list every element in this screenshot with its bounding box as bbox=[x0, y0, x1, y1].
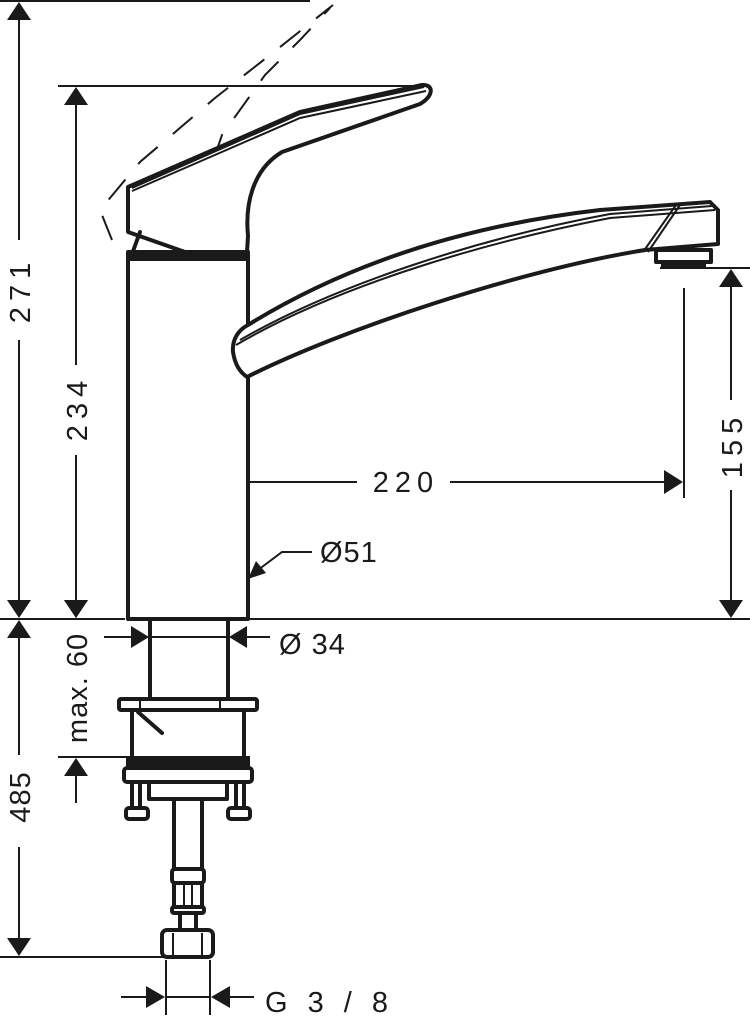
dimension-overall-height: 271 bbox=[5, 2, 37, 618]
arrow-down-icon bbox=[7, 600, 31, 618]
dimension-spout-clearance: 155 bbox=[717, 269, 749, 618]
dimension-spout-reach: 220 bbox=[189, 467, 683, 499]
label-spout-reach: 220 bbox=[373, 467, 439, 499]
arrow-right-icon bbox=[131, 626, 149, 648]
flexible-hose bbox=[170, 797, 206, 932]
dimension-shank-diameter: Ø 34 bbox=[104, 626, 346, 661]
arrow-up-icon bbox=[7, 2, 31, 20]
label-spout-clearance: 155 bbox=[717, 412, 749, 478]
dimension-connection-thread: G 3 / 8 bbox=[121, 986, 394, 1019]
label-hose-length: 485 bbox=[5, 771, 37, 822]
dimension-max-deck-thickness: max. 60 bbox=[62, 600, 94, 803]
mounting-set bbox=[117, 697, 259, 821]
arrow-right-icon bbox=[146, 986, 165, 1008]
label-connection-thread: G 3 / 8 bbox=[265, 987, 394, 1019]
leader-arrow-icon bbox=[248, 561, 266, 579]
label-max-deck-thickness: max. 60 bbox=[62, 633, 94, 743]
arrow-left-icon bbox=[211, 986, 230, 1008]
shank bbox=[148, 617, 230, 700]
arrow-up-icon bbox=[7, 620, 31, 638]
dimension-body-diameter: Ø51 bbox=[248, 537, 378, 579]
dimension-hose-length: 485 bbox=[5, 620, 37, 956]
hose-union-nut bbox=[160, 928, 215, 959]
dimension-handle-height: 234 bbox=[62, 87, 94, 618]
arrow-up-icon bbox=[64, 758, 88, 776]
arrow-down-icon bbox=[64, 600, 88, 618]
label-body-diameter: Ø51 bbox=[320, 537, 378, 569]
arrow-left-icon bbox=[229, 626, 247, 648]
label-overall-height: 271 bbox=[5, 257, 37, 323]
aerator bbox=[654, 248, 713, 268]
spout bbox=[230, 200, 720, 379]
tap-body bbox=[126, 250, 250, 621]
arrow-up-icon bbox=[64, 87, 88, 105]
label-shank-diameter: Ø 34 bbox=[279, 629, 346, 661]
arrow-down-icon bbox=[7, 938, 31, 956]
lever-handle bbox=[126, 82, 433, 256]
arrow-up-icon bbox=[719, 269, 743, 287]
arrow-down-icon bbox=[719, 600, 743, 618]
label-handle-height: 234 bbox=[62, 375, 94, 441]
arrow-right-icon bbox=[664, 470, 683, 494]
